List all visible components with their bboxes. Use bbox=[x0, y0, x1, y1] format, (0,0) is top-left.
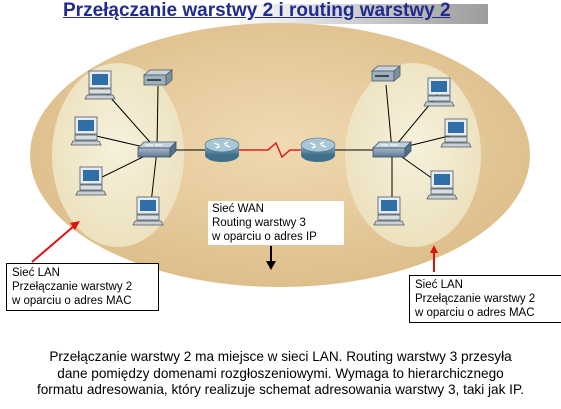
pc-icon bbox=[440, 118, 472, 148]
caption-line: dane pomiędzy domenami rozgłoszeniowymi.… bbox=[57, 365, 504, 381]
network-diagram bbox=[30, 23, 530, 287]
router-icon bbox=[300, 137, 336, 163]
arrow-wan bbox=[266, 246, 276, 270]
wan-label-line: Sieć WAN bbox=[212, 203, 264, 215]
caption: Przełączanie warstwy 2 ma miejsce w siec… bbox=[0, 349, 561, 399]
pc-icon bbox=[132, 196, 164, 226]
pc-icon bbox=[426, 170, 458, 200]
caption-line: formatu adresowania, który realizuje sch… bbox=[36, 382, 525, 397]
pc-icon bbox=[373, 196, 405, 226]
printer-icon bbox=[371, 65, 401, 82]
pc-icon bbox=[75, 166, 107, 196]
router-icon bbox=[204, 137, 240, 163]
wan-serial-link bbox=[238, 141, 302, 159]
wan-label: Sieć WAN Routing warstwy 3 w oparciu o a… bbox=[208, 201, 344, 245]
wan-label-line: Routing warstwy 3 bbox=[212, 217, 306, 229]
pc-icon bbox=[70, 116, 102, 146]
lan-right-label-line: Sieć LAN bbox=[415, 279, 463, 291]
printer-icon bbox=[143, 69, 173, 86]
arrow-lan-left bbox=[31, 221, 80, 263]
pc-icon bbox=[84, 70, 116, 100]
lan-left-label: Sieć LAN Przełączanie warstwy 2 w oparci… bbox=[6, 263, 159, 311]
lan-left-label-line: Sieć LAN bbox=[12, 267, 60, 279]
page-title: Przełączanie warstwy 2 i routing warstwy… bbox=[63, 0, 451, 21]
lan-right-circle bbox=[345, 63, 481, 247]
lan-right-label: Sieć LAN Przełączanie warstwy 2 w oparci… bbox=[409, 275, 561, 323]
wan-label-line: w oparciu o adres IP bbox=[212, 231, 317, 243]
lan-right-label-line: Przełączanie warstwy 2 bbox=[415, 293, 536, 305]
caption-line: Przełączanie warstwy 2 ma miejsce w siec… bbox=[49, 349, 512, 364]
switch-icon bbox=[137, 141, 177, 158]
arrow-lan-right bbox=[430, 245, 438, 272]
switch-icon bbox=[372, 141, 412, 158]
pc-icon bbox=[423, 77, 455, 107]
lan-left-label-line: w oparciu o adres MAC bbox=[12, 295, 132, 307]
lan-right-label-line: w oparciu o adres MAC bbox=[415, 307, 535, 319]
lan-left-label-line: Przełączanie warstwy 2 bbox=[12, 281, 133, 293]
title-bar bbox=[58, 4, 488, 24]
